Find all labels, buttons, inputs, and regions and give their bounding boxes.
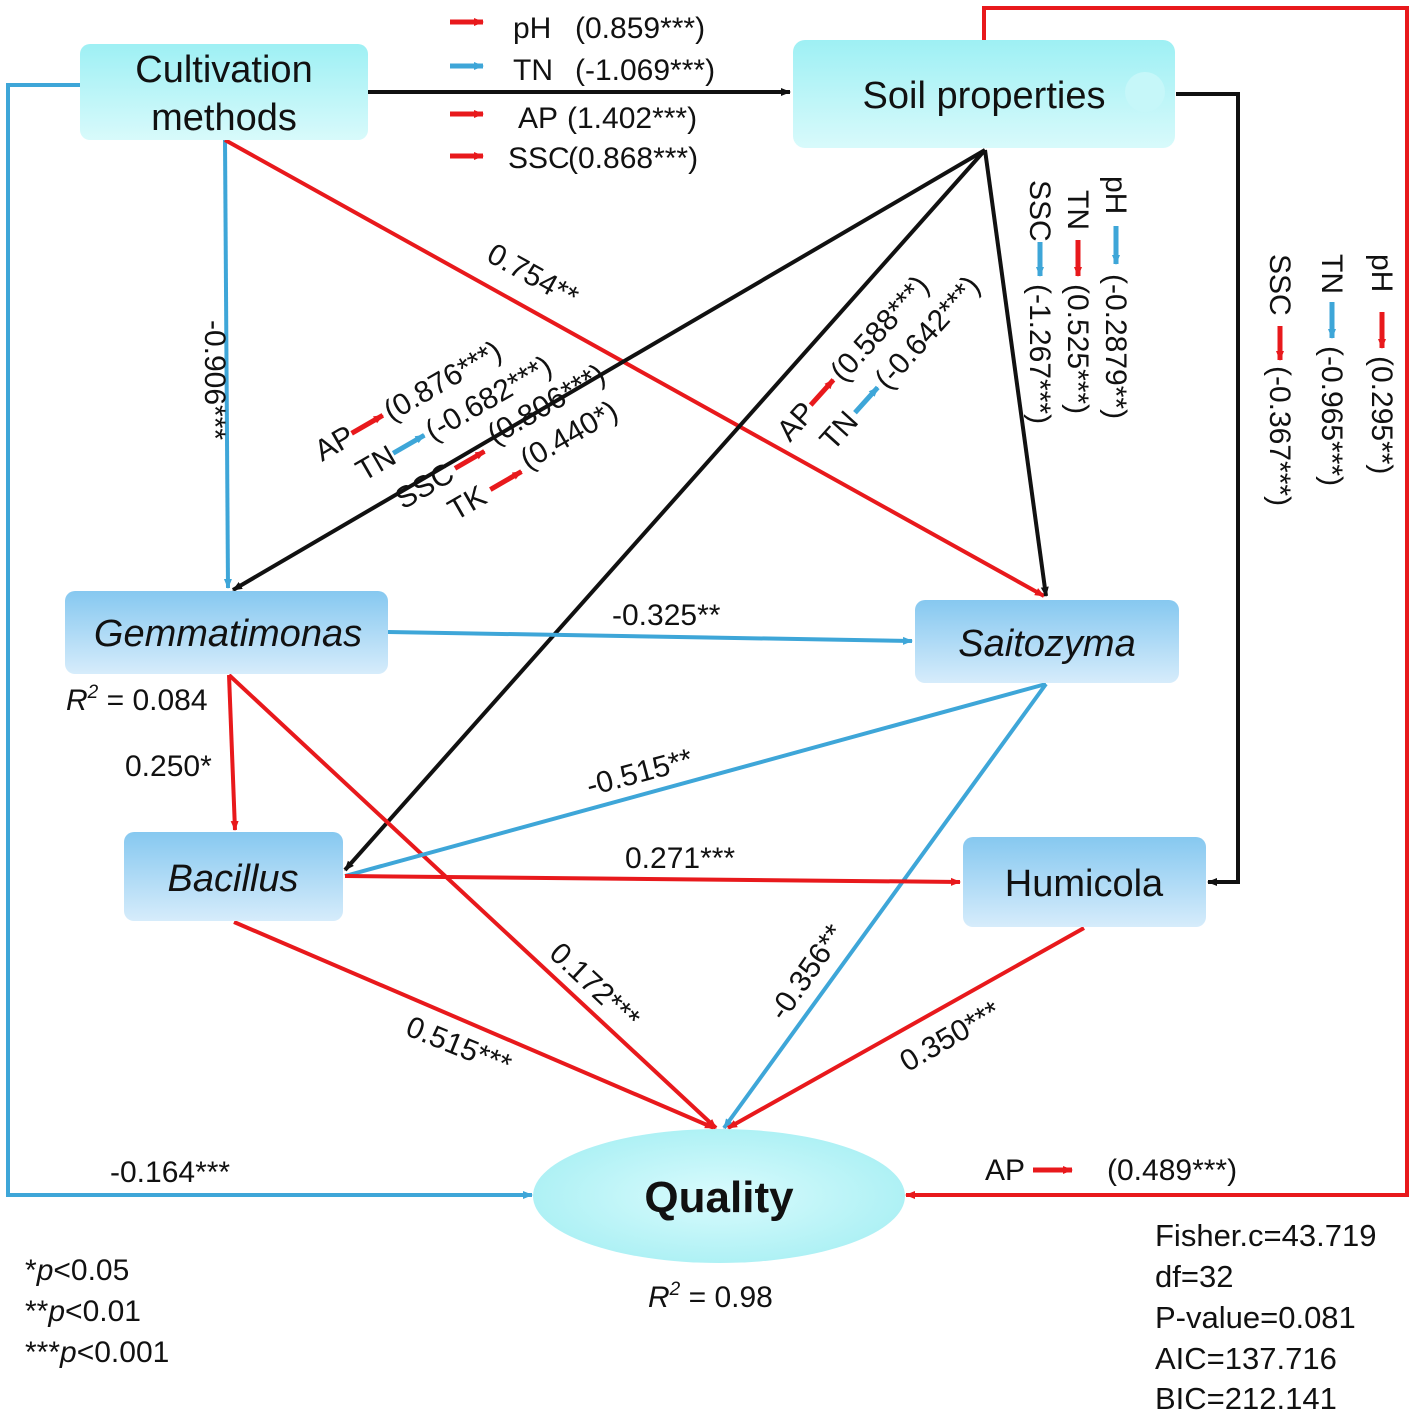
effect-item: pH (0.859***) xyxy=(450,12,705,45)
effect-name: TN xyxy=(513,54,553,87)
effect-value: (0.489***) xyxy=(1107,1154,1237,1187)
effect-value: (-0.2879**) xyxy=(1099,274,1132,419)
path-gemm-bacillus-label: 0.250* xyxy=(125,750,212,783)
fit-statistics: Fisher.c=43.719 df=32 P-value=0.081 AIC=… xyxy=(1155,1218,1376,1416)
effect-name: pH xyxy=(1099,176,1132,214)
node-humicola-label: Humicola xyxy=(1005,863,1164,905)
path-bacillus-quality-line xyxy=(233,920,715,1130)
effect-value: (-0.367***) xyxy=(1263,366,1296,506)
path-humicola-quality-label: 0.350*** xyxy=(894,995,1006,1079)
node-cultivation-line1: Cultivation xyxy=(135,49,312,91)
node-gemmatimonas: Gemmatimonas xyxy=(65,591,388,674)
node-soil-label: Soil properties xyxy=(863,75,1106,117)
effect-item: pH (0.295**) xyxy=(1365,254,1398,474)
effect-arrow xyxy=(489,469,523,492)
effect-name: AP xyxy=(985,1154,1025,1187)
node-soil-properties: Soil properties xyxy=(793,40,1175,148)
effect-value: (-0.965***) xyxy=(1315,346,1348,486)
effect-value: (1.402***) xyxy=(567,102,697,135)
effect-name: pH xyxy=(1365,254,1398,292)
path-gemm-saito-line xyxy=(387,630,913,645)
node-quality: Quality xyxy=(533,1129,905,1263)
path-bacillus-humicola-line xyxy=(344,874,961,886)
effect-arrow xyxy=(453,449,486,471)
path-cult-saito-line xyxy=(224,138,1045,598)
effect-value: (0.525***) xyxy=(1061,284,1094,414)
effects-soil-gemm: AP (0.876***) TN (-0.682***) SSC (0.806*… xyxy=(309,334,624,527)
fit-stat: Fisher.c=43.719 xyxy=(1155,1218,1376,1253)
effects-soil-humicola: pH (0.295**) TN (-0.965***) SSC (-0.367*… xyxy=(1263,254,1398,506)
path-soil-saito-line xyxy=(983,149,1049,597)
effect-name: TN xyxy=(1315,254,1348,294)
effect-item: SSC (-1.267***) xyxy=(1023,180,1056,424)
path-cult-gemm-line xyxy=(223,139,232,589)
path-soil-gemm-line xyxy=(231,148,987,592)
significance-item: **p<0.01 xyxy=(25,1295,141,1328)
effect-value: (0.868***) xyxy=(568,142,698,175)
node-cultivation-line2: methods xyxy=(151,97,297,139)
fit-stat: P-value=0.081 xyxy=(1155,1300,1356,1335)
node-saitozyma-label: Saitozyma xyxy=(958,623,1135,665)
node-bacillus: Bacillus xyxy=(124,832,343,921)
effect-arrow xyxy=(808,378,836,407)
effect-item: SSC (0.868***) xyxy=(450,142,698,175)
effect-value: (0.859***) xyxy=(575,12,705,45)
path-gemm-saito-label: -0.325** xyxy=(612,599,721,632)
path-saito-bacillus-line xyxy=(344,682,1047,878)
path-soil-humicola-line xyxy=(1176,92,1240,886)
node-gemmatimonas-label: Gemmatimonas xyxy=(94,613,362,655)
effect-name: TN xyxy=(1061,190,1094,230)
effect-arrow xyxy=(350,413,385,436)
path-gemm-quality-line xyxy=(227,673,718,1130)
effects-cult-soil: pH (0.859***) TN (-1.069***) AP (1.402**… xyxy=(450,12,715,175)
node-quality-label: Quality xyxy=(644,1173,794,1222)
node-saitozyma: Saitozyma xyxy=(915,600,1179,683)
significance-legend: *p<0.05 **p<0.01 ***p<0.001 xyxy=(25,1254,169,1369)
effect-item: AP (0.489***) xyxy=(985,1154,1237,1187)
path-soil-bacillus-line xyxy=(343,148,987,872)
path-soil-quality-line xyxy=(905,6,1409,1199)
effect-arrow xyxy=(391,433,426,456)
path-gemm-bacillus-line xyxy=(227,674,239,831)
significance-item: *p<0.05 xyxy=(25,1254,129,1287)
r2-gemmatimonas: R2 = 0.084 xyxy=(66,682,208,717)
r2-quality: R2 = 0.98 xyxy=(648,1279,773,1314)
effect-item: pH (-0.2879**) xyxy=(1099,176,1132,419)
path-saito-quality-line xyxy=(722,682,1048,1130)
effect-item: TN (-1.069***) xyxy=(450,54,715,87)
effects-soil-saito: pH (-0.2879**) TN (0.525***) SSC (-1.267… xyxy=(1023,176,1132,424)
effect-name: SSC xyxy=(508,142,570,175)
effect-value: (0.295**) xyxy=(1365,356,1398,474)
fit-stat: AIC=137.716 xyxy=(1155,1341,1337,1376)
effects-soil-bacillus: AP (0.588***) TN (-0.642***) xyxy=(771,269,987,456)
node-cultivation: Cultivation methods xyxy=(80,44,368,140)
fit-stat: BIC=212.141 xyxy=(1155,1381,1337,1416)
node-bacillus-label: Bacillus xyxy=(168,858,299,900)
path-gemm-quality-label: 0.172*** xyxy=(543,936,646,1035)
path-humicola-quality-line xyxy=(727,926,1085,1130)
node-humicola: Humicola xyxy=(963,837,1206,927)
effect-name: SSC xyxy=(1263,254,1296,316)
path-cult-gemm-label: -0.906*** xyxy=(198,320,231,440)
effect-name: AP xyxy=(518,102,558,135)
path-cult-saito-label: 0.754** xyxy=(482,237,584,314)
effect-arrow xyxy=(853,385,880,415)
significance-item: ***p<0.001 xyxy=(25,1336,169,1369)
fit-stat: df=32 xyxy=(1155,1259,1233,1294)
effect-value: (-1.069***) xyxy=(575,54,715,87)
effects-soil-quality: AP (0.489***) xyxy=(985,1154,1237,1187)
effect-name: pH xyxy=(513,12,551,45)
path-bacillus-quality-label: 0.515*** xyxy=(401,1010,516,1082)
effect-item: TN (0.525***) xyxy=(1061,190,1094,414)
path-cult-quality-line xyxy=(6,83,533,1199)
effect-name: SSC xyxy=(1023,180,1056,242)
effect-value: (-1.267***) xyxy=(1023,284,1056,424)
path-cult-quality-label: -0.164*** xyxy=(110,1156,230,1189)
effect-item: SSC (-0.367***) xyxy=(1263,254,1296,506)
effect-item: TN (-0.965***) xyxy=(1315,254,1348,486)
effect-item: AP (1.402***) xyxy=(450,102,697,135)
path-bacillus-humicola-label: 0.271*** xyxy=(625,842,735,875)
